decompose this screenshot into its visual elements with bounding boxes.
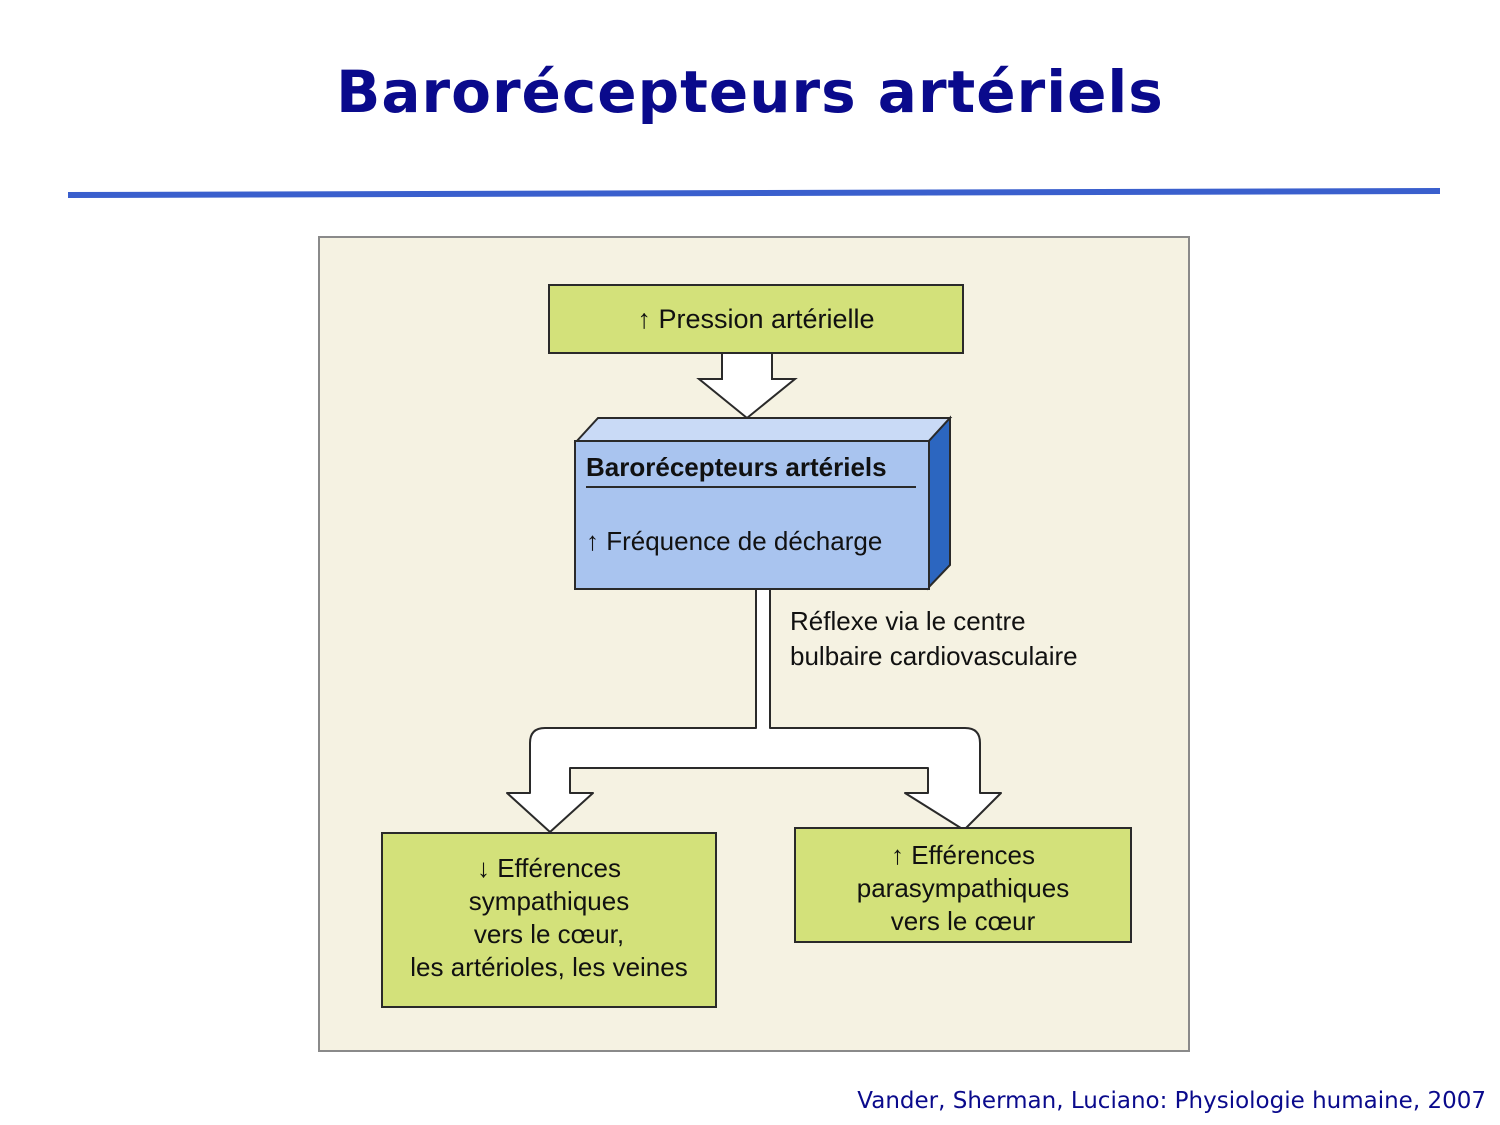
sympathetic-line-4: les artérioles, les veines <box>410 952 688 982</box>
source-citation: Vander, Sherman, Luciano: Physiologie hu… <box>857 1088 1486 1114</box>
arrow-branch <box>506 587 1002 833</box>
baroreceptor-value: ↑ Fréquence de décharge <box>586 526 883 556</box>
parasympathetic-box: ↑ Efférences parasympathiques vers le cœ… <box>794 827 1132 943</box>
baroreceptor-heading: Barorécepteurs artériels <box>586 452 887 482</box>
parasympathetic-line-3: vers le cœur <box>890 906 1036 936</box>
reflex-label-line-1: Réflexe via le centre <box>790 606 1026 636</box>
parasympathetic-line-2: parasympathiques <box>856 873 1070 903</box>
parasympathetic-line-1: ↑ Efférences <box>890 840 1036 870</box>
sympathetic-line-3: vers le cœur, <box>473 919 625 949</box>
sympathetic-box: ↓ Efférences sympathiques vers le cœur, … <box>381 832 717 1008</box>
sympathetic-line-1: ↓ Efférences <box>476 853 622 883</box>
reflex-label: Réflexe via le centre bulbaire cardiovas… <box>790 604 1078 674</box>
arrow-down-main <box>696 351 798 420</box>
baroreceptor-box: Barorécepteurs artériels ↑ Fréquence de … <box>574 440 930 590</box>
receptor-box-top-face <box>573 417 953 443</box>
slide-title: Barorécepteurs artériels <box>336 58 1164 126</box>
reflex-label-line-2: bulbaire cardiovasculaire <box>790 641 1078 671</box>
title-divider <box>67 187 1441 199</box>
diagram-figure: ↑ Pression artérielle Barorécepteurs art… <box>318 236 1190 1052</box>
blood-pressure-label: ↑ Pression artérielle <box>637 304 875 334</box>
diagram-arrows <box>506 351 1002 833</box>
baroreceptor-underline <box>586 486 916 488</box>
sympathetic-line-2: sympathiques <box>468 886 630 916</box>
blood-pressure-box: ↑ Pression artérielle <box>548 284 964 354</box>
receptor-box-side-face <box>927 415 951 591</box>
